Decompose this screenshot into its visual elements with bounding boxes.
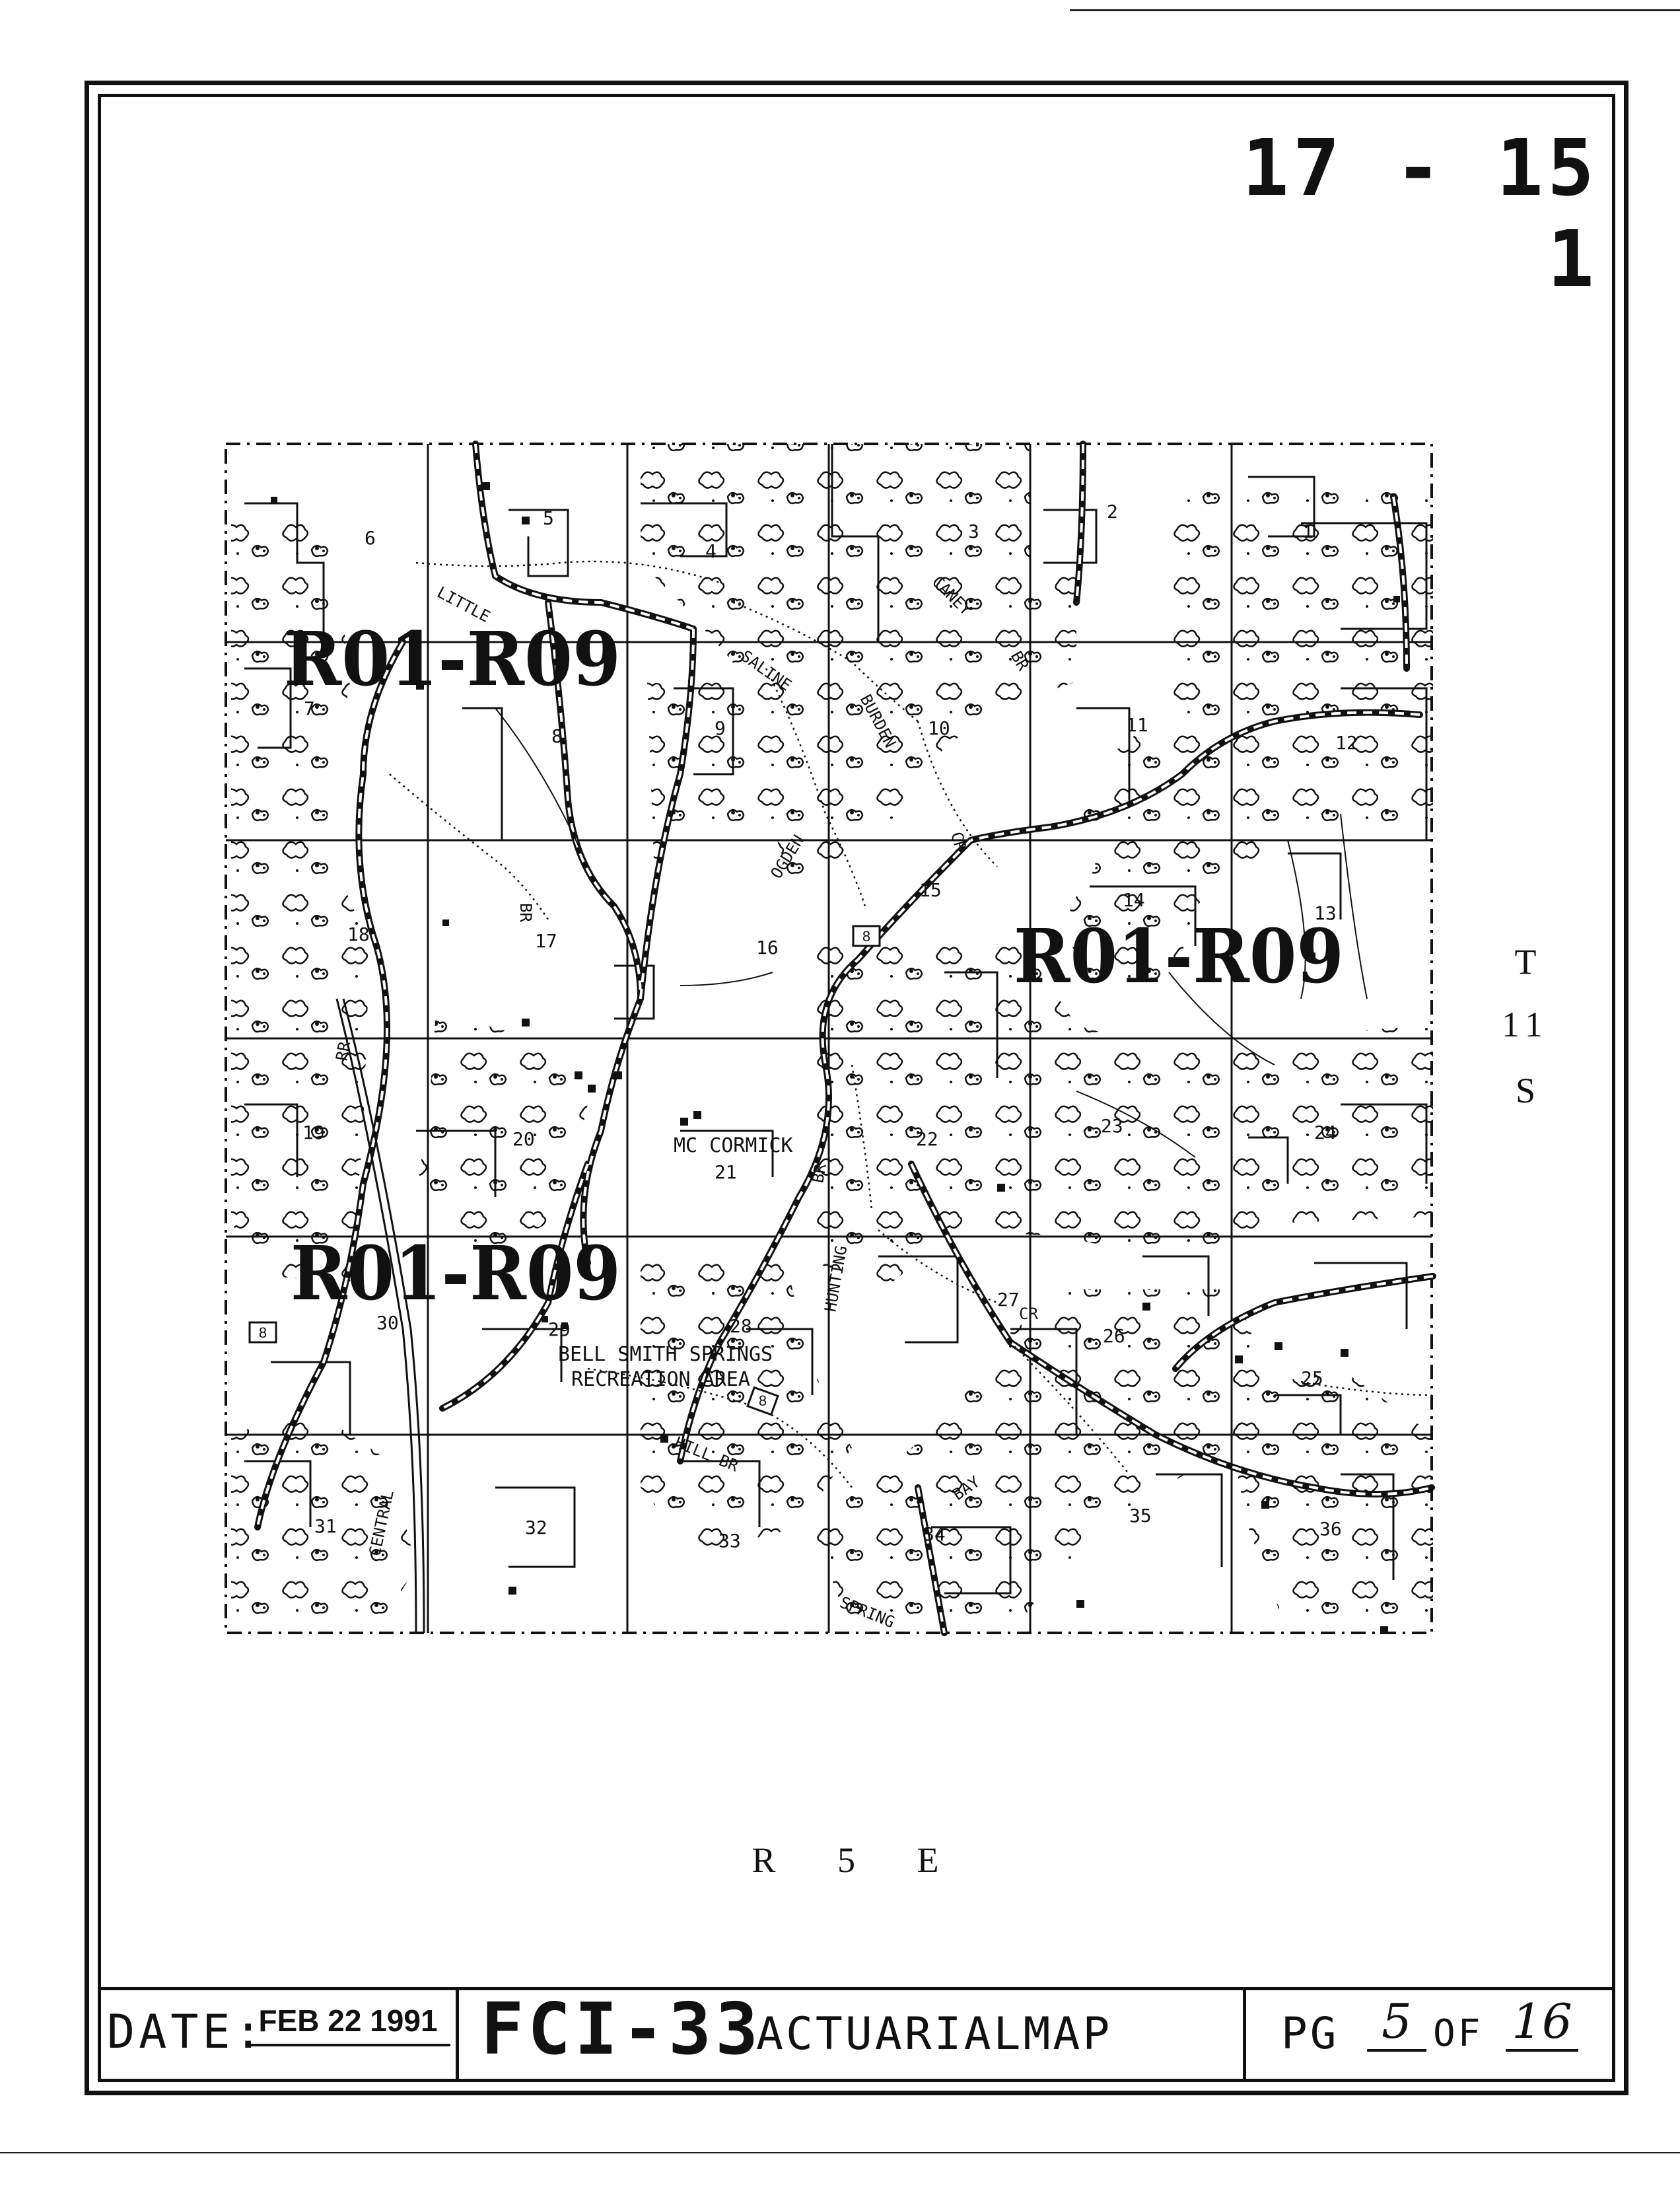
form-code: FCI-33 [481,1988,763,2071]
route-shield: 8 [746,1386,779,1416]
route-shield-label: 8 [759,1392,767,1409]
date-stamp: FEB 22 1991 [246,2003,450,2046]
section-number: 30 [376,1312,399,1334]
section-number: 13 [1314,902,1337,924]
footer-divider [456,1988,459,2081]
section-number: 9 [715,717,726,739]
building-markers [271,482,1400,1634]
section-number: 21 [715,1161,737,1183]
section-number: 14 [1123,889,1145,911]
section-number: 5 [543,507,554,529]
page-of: OF [1433,2012,1483,2055]
section-number: 15 [919,879,942,901]
section-number: 32 [525,1517,547,1538]
range-label: R 5 E [752,1840,965,1880]
section-number: 3 [968,521,979,542]
rating-label: R01-R09 [1014,914,1344,1000]
section-number: 24 [1314,1122,1337,1143]
section-number: 20 [512,1128,535,1150]
scan-edge-top [1070,9,1680,11]
outer-frame [85,81,1628,2095]
parcel-boundaries [244,444,1428,1595]
section-number: 34 [923,1523,946,1545]
section-number: 27 [997,1289,1020,1311]
creeks [495,707,1368,1158]
section-number: 7 [304,698,315,719]
form-title: ACTUARIALMAP [756,2008,1113,2060]
rating-label: R01-R09 [284,616,621,703]
section-number: 33 [718,1530,741,1552]
section-number: 23 [1101,1115,1123,1137]
scan-edge-bottom [0,2152,1680,2153]
stream-name: BR [516,903,535,922]
place-names: MC CORMICK BELL SMITH SPRINGS RECREATION… [558,1134,793,1391]
section-number: 36 [1319,1518,1342,1540]
route-shield: 8 [248,1321,277,1344]
section-number: 18 [347,923,370,945]
section-number: 25 [1301,1367,1323,1389]
footer-divider [1243,1988,1246,2081]
place-name-mc-cormick: MC CORMICK [674,1134,793,1157]
stream-name: RR [332,1040,354,1062]
section-number: 16 [756,937,779,958]
date-caption: DATE: [107,2005,266,2059]
township-number: 11 [1502,1005,1549,1044]
road-network-inner [256,443,1434,1634]
section-number: 17 [535,930,557,952]
section-grid [226,444,1432,1633]
section-number: 11 [1126,714,1148,736]
route-shield: 8 [852,925,881,947]
section-number: 2 [1107,501,1118,522]
section-number: 6 [365,527,376,549]
page-number: 5 [1367,1994,1426,2052]
route-shield-label: 8 [259,1324,267,1341]
rating-labels: R01-R09 R01-R09 R01-R09 [284,616,1344,1317]
woodland-areas [231,444,1433,1633]
stream-name: CR [1019,1305,1038,1323]
section-number: 35 [1129,1505,1152,1527]
place-name-recreation-area: RECREATION AREA [571,1368,750,1391]
footer-bar [98,1987,1615,2081]
page-total: 16 [1506,1994,1578,2052]
sheet-number: 17 - 15 1 [1242,122,1598,305]
section-number: 1 [1302,521,1313,542]
rating-label: R01-R09 [291,1231,621,1317]
township-letter: T [1514,942,1537,982]
section-number: 12 [1335,732,1358,754]
township-direction: S [1515,1071,1536,1110]
section-number: 26 [1103,1325,1125,1347]
section-number: 29 [548,1318,571,1340]
section-numbers: 6 5 4 3 2 1 7 8 9 10 11 12 18 17 16 15 1… [302,501,1358,1552]
section-number: 10 [928,717,950,739]
section-number: 4 [705,540,717,562]
inner-frame [98,94,1615,2082]
railroad-line [335,998,425,1634]
section-number: 31 [314,1515,337,1537]
section-number: 22 [916,1128,938,1150]
streams [389,560,1432,1488]
page-caption: PG [1281,2008,1339,2059]
route-shield-label: 8 [862,928,870,945]
stream-name: BR [808,1162,830,1184]
actuarial-map: 8 8 8 6 5 4 3 2 1 7 8 9 10 11 12 18 17 1… [225,441,1436,1636]
section-number: 8 [551,725,563,747]
section-number: 19 [302,1122,325,1143]
place-name-bell-smith-springs: BELL SMITH SPRINGS [558,1343,773,1366]
section-number: 28 [730,1315,752,1337]
